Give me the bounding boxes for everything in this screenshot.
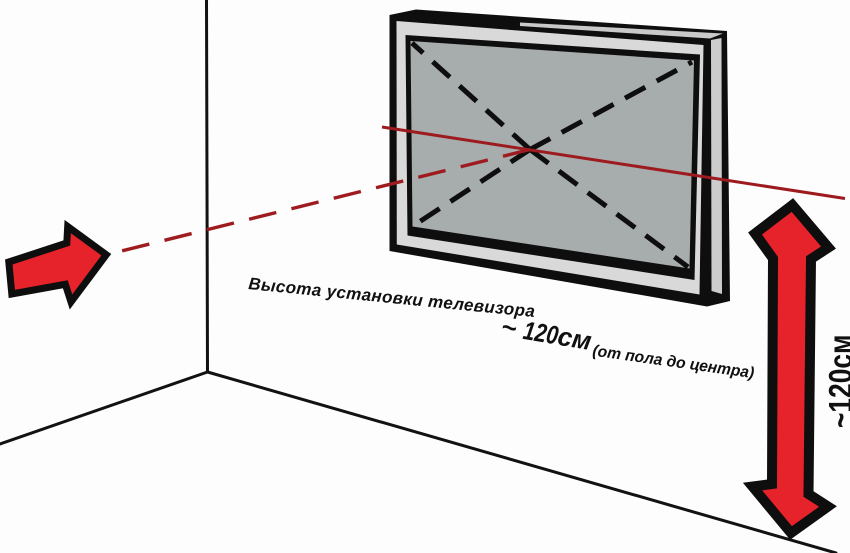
svg-text:~ 120см: ~ 120см [499, 311, 594, 356]
svg-text:~120см: ~120см [823, 335, 850, 429]
